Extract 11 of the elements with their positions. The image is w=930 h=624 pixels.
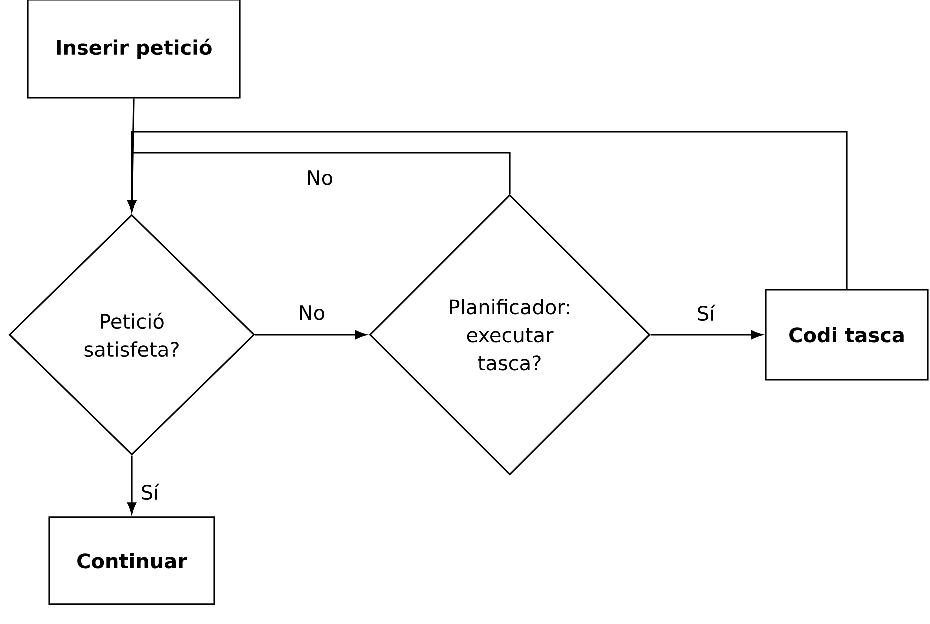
arrow — [128, 131, 848, 290]
edge-label: No — [297, 304, 327, 322]
edge-label: Sí — [696, 304, 716, 322]
arrow — [255, 330, 367, 340]
process-box: Continuar — [48, 516, 216, 606]
process-box: Inserir petició — [27, 0, 241, 99]
process-box: Codi tasca — [765, 289, 929, 381]
edge-label: Sí — [140, 482, 160, 502]
edge-label: No — [305, 170, 335, 186]
arrow — [650, 330, 763, 340]
arrow — [128, 456, 136, 514]
